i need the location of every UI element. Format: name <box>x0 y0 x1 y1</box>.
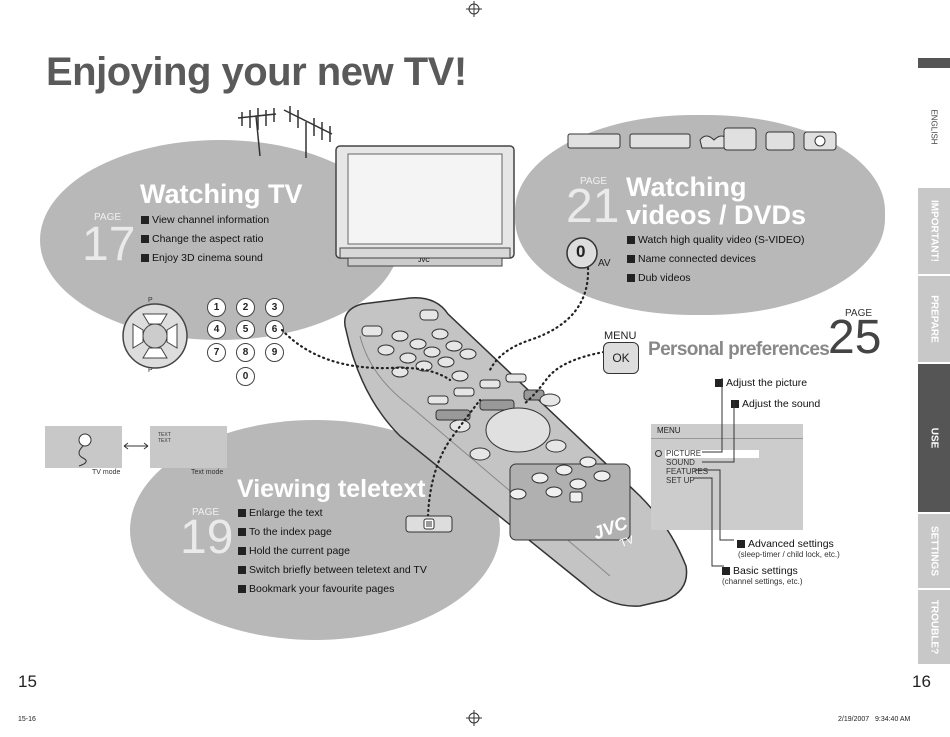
watching-videos-item: Name connected devices <box>627 250 805 269</box>
menu-connector-lines <box>694 378 735 567</box>
registration-mark-bottom <box>466 710 482 726</box>
tv-mode-screen <box>45 426 122 468</box>
av-button-icon <box>566 237 598 269</box>
key-2: 2 <box>236 298 255 317</box>
menu-screen-title: MENU <box>651 424 803 439</box>
preferences-page-label: PAGE <box>845 308 873 319</box>
text-mode-label: Text mode <box>191 469 224 476</box>
watching-videos-item: Watch high quality video (S-VIDEO) <box>627 231 805 250</box>
footer-right: 2/19/2007 9:34:40 AM <box>838 716 911 723</box>
footer-left: 15-16 <box>18 716 36 723</box>
av-button-number: 0 <box>576 242 586 261</box>
sidebar-top-bar <box>918 58 950 68</box>
menu-screen: MENU PICTURE SOUND FEATURES SET UP <box>651 424 803 530</box>
antenna-icon <box>237 106 333 158</box>
teletext-page-number: 19 <box>180 511 234 564</box>
connected-devices-icons <box>567 127 837 151</box>
tv-brand: JVC <box>418 258 430 264</box>
tab-important[interactable]: IMPORTANT! <box>918 188 950 274</box>
menu-item-picture: PICTURE <box>666 449 702 458</box>
key-1: 1 <box>207 298 226 317</box>
basic-settings-label: Basic settings <box>722 562 798 581</box>
watching-videos-page-number: 21 <box>566 180 620 233</box>
menu-highlight <box>665 450 759 458</box>
teletext-item: To the index page <box>238 523 427 542</box>
p-down-label: P <box>148 367 153 374</box>
watching-tv-page-label: PAGE <box>94 212 122 223</box>
watching-videos-item: Dub videos <box>627 269 805 288</box>
person-icon <box>78 433 92 467</box>
switch-arrow-icon <box>123 442 149 450</box>
av-button-label: AV <box>598 258 611 269</box>
menu-button-label: MENU <box>604 330 637 342</box>
adjust-sound-label: Adjust the sound <box>731 395 820 414</box>
teletext-item: Enlarge the text <box>238 504 427 523</box>
teletext-item: Switch briefly between teletext and TV <box>238 561 427 580</box>
key-8: 8 <box>236 343 255 362</box>
key-7: 7 <box>207 343 226 362</box>
page-number-left: 15 <box>18 672 37 691</box>
adjust-picture-label: Adjust the picture <box>715 374 807 393</box>
text-mode-line: TEXT <box>158 438 171 444</box>
watching-videos-page-label: PAGE <box>580 176 608 187</box>
sidebar-english: ENGLISH <box>918 68 950 186</box>
key-9: 9 <box>265 343 284 362</box>
text-mode-line: TEXT <box>158 432 171 438</box>
watching-tv-item: Enjoy 3D cinema sound <box>141 249 269 268</box>
ok-button: OK <box>603 342 639 374</box>
menu-item-features: FEATURES <box>666 467 709 476</box>
preferences-page-number: 25 <box>828 311 882 364</box>
teletext-item: Bookmark your favourite pages <box>238 580 427 599</box>
key-0: 0 <box>236 367 255 386</box>
watching-videos-title-1: Watching <box>626 172 747 202</box>
text-mode-screen: TEXT TEXT <box>150 426 227 468</box>
tv-icon <box>335 145 515 267</box>
watching-tv-item: View channel information <box>141 211 269 230</box>
page-number-right: 16 <box>912 672 931 691</box>
tab-use[interactable]: USE <box>918 364 950 512</box>
key-4: 4 <box>207 320 226 339</box>
watching-videos-title-2: videos / DVDs <box>626 200 807 230</box>
teletext-item: Hold the current page <box>238 542 427 561</box>
dpad-icon <box>122 303 188 369</box>
remote-control-icon <box>344 297 688 607</box>
advanced-settings-label: Advanced settings <box>737 535 834 554</box>
menu-cursor-icon <box>655 450 662 457</box>
basic-settings-note: (channel settings, etc.) <box>722 577 803 586</box>
menu-item-setup: SET UP <box>666 476 695 485</box>
p-up-label: P <box>148 297 153 304</box>
teletext-button-icon <box>405 515 453 533</box>
tab-settings[interactable]: SETTINGS <box>918 514 950 588</box>
personal-preferences-title: Personal preferences <box>648 339 830 360</box>
watching-tv-item: Change the aspect ratio <box>141 230 269 249</box>
tab-trouble[interactable]: TROUBLE? <box>918 590 950 664</box>
key-5: 5 <box>236 320 255 339</box>
teletext-title: Viewing teletext <box>237 475 426 503</box>
watching-tv-title: Watching TV <box>140 179 303 209</box>
advanced-settings-note: (sleep-timer / child lock, etc.) <box>738 550 840 559</box>
teletext-page-label: PAGE <box>192 507 220 518</box>
registration-mark-top <box>466 1 482 17</box>
key-6: 6 <box>265 320 284 339</box>
tab-prepare[interactable]: PREPARE <box>918 276 950 362</box>
page-title: Enjoying your new TV! <box>46 50 467 94</box>
watching-tv-page-number: 17 <box>82 218 136 271</box>
key-3: 3 <box>265 298 284 317</box>
tv-mode-label: TV mode <box>92 469 121 476</box>
menu-item-sound: SOUND <box>666 458 695 467</box>
